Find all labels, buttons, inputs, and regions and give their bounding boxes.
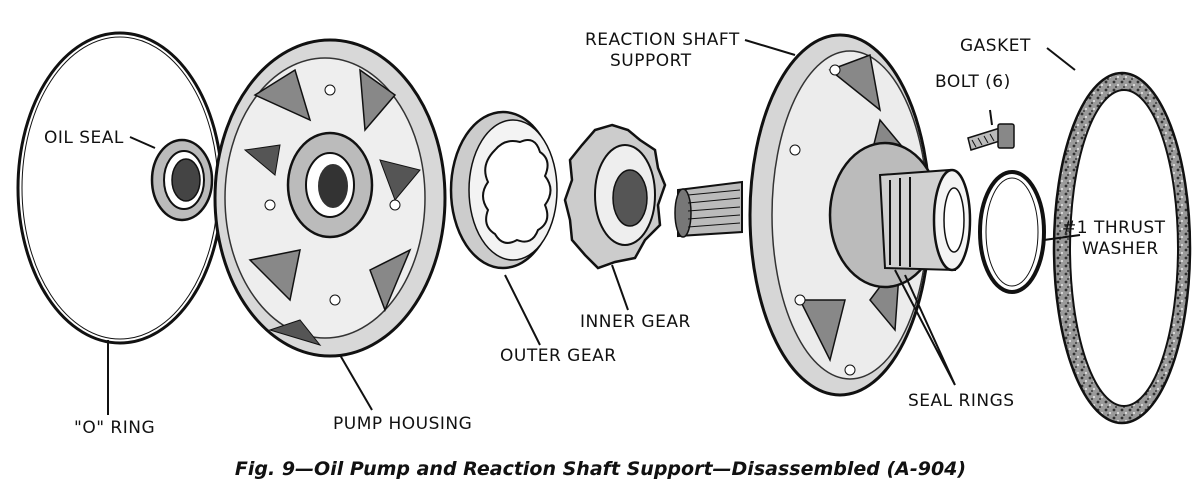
reaction-shaft-support: [674, 33, 972, 397]
gasket-leader: [1046, 47, 1076, 71]
outer-gear: [449, 110, 558, 270]
thrust-washer-label-line1: #1 THRUST: [1062, 218, 1166, 238]
reaction-shaft-support-label-line2: SUPPORT: [610, 51, 692, 71]
oil-seal-leader: [129, 136, 156, 149]
reaction-shaft-support-leader: [744, 39, 796, 56]
pump-housing-label: PUMP HOUSING: [333, 414, 473, 434]
pump-housing: [213, 38, 447, 358]
oil-seal-label: OIL SEAL: [44, 128, 124, 148]
outer-gear-label: OUTER GEAR: [500, 346, 617, 366]
outer-gear-leader: [504, 274, 541, 346]
gasket: [1052, 71, 1192, 425]
inner-gear: [563, 123, 667, 270]
inner-gear-leader: [611, 264, 629, 311]
thrust-washer-leader: [1043, 234, 1081, 241]
bolt: [967, 123, 1015, 151]
inner-gear-label: INNER GEAR: [580, 312, 691, 332]
pump-housing-leader: [339, 354, 373, 411]
bolt-leader: [989, 109, 993, 126]
thrust-washer-label-line2: WASHER: [1082, 239, 1159, 259]
reaction-shaft-support-label-line1: REACTION SHAFT: [585, 30, 740, 50]
oil-seal: [150, 138, 214, 222]
leader-lines: [107, 39, 1081, 415]
thrust-washer: [978, 170, 1046, 294]
o-ring-label: "O" RING: [74, 418, 156, 438]
bolt-label: BOLT (6): [935, 72, 1011, 92]
seal-rings-leader: [894, 269, 956, 386]
seal-rings-label: SEAL RINGS: [908, 391, 1015, 411]
gasket-label: GASKET: [960, 36, 1031, 56]
figure-caption: Fig. 9—Oil Pump and Reaction Shaft Suppo…: [234, 458, 967, 480]
